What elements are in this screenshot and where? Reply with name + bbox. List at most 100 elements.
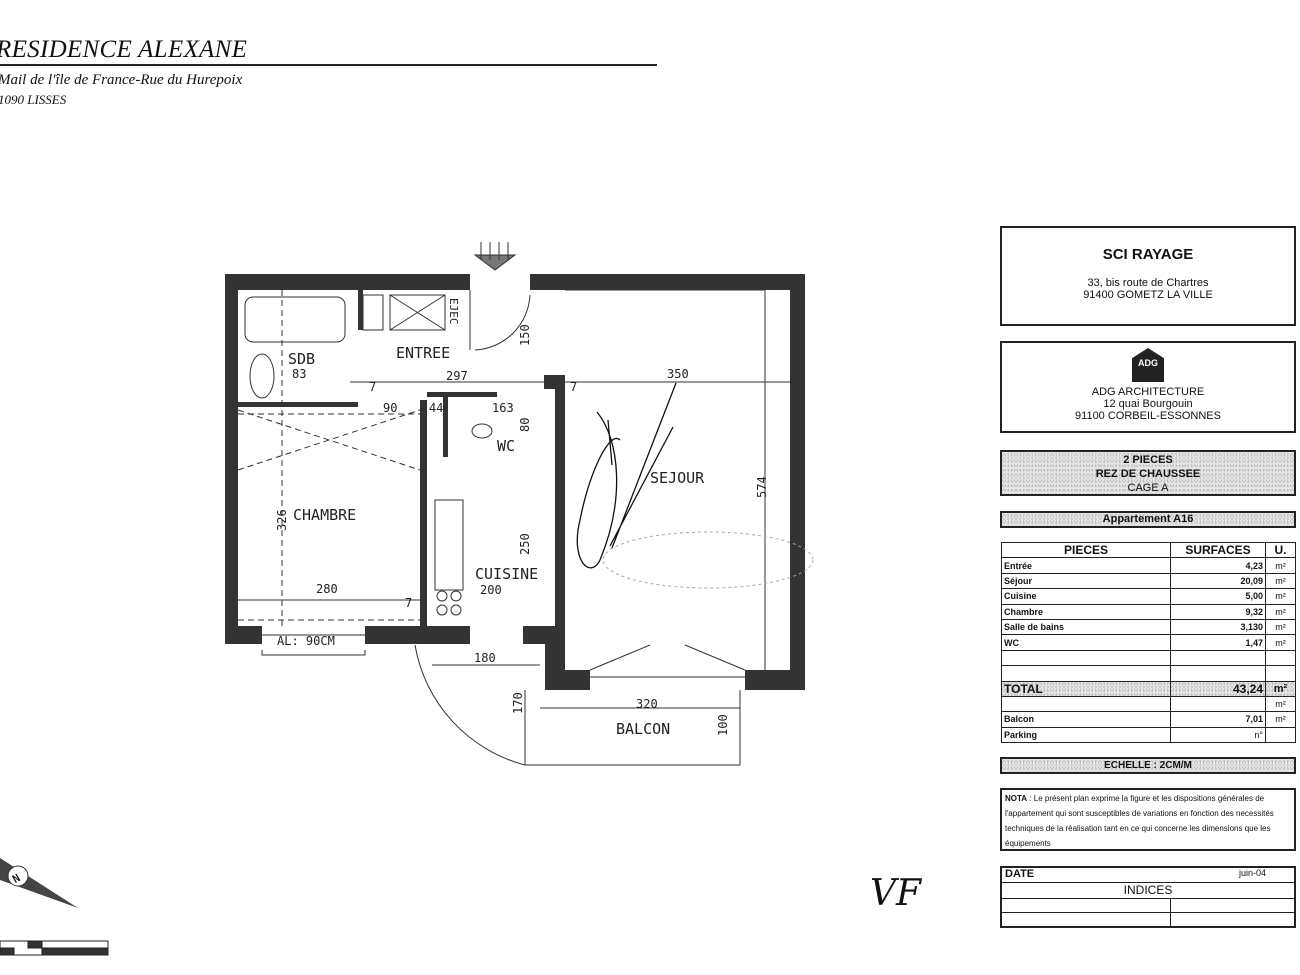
table-header: PIECES SURFACES U. [1001,541,1296,559]
dimension: 180 [474,651,496,665]
room-label-cuisine: CUISINE [475,565,538,583]
dimension: 44 [429,401,443,415]
document-title: RESIDENCE ALEXANE [0,36,248,63]
piece-name: Cuisine [1001,588,1171,605]
balcon-row: Balcon 7,01 m² [1001,711,1296,728]
header-pieces: PIECES [1001,541,1171,559]
faint-scribble [602,531,814,589]
piece-name: Séjour [1001,572,1171,590]
owner-address-2: 91400 GOMETZ LA VILLE [1083,289,1213,301]
piece-surface: 20,09 [1170,572,1266,590]
dimension: 7 [570,380,577,394]
piece-unit: m² [1265,572,1296,590]
adg-logo: ADG [1132,348,1164,382]
dimension: 100 [716,714,730,736]
scale-block: ECHELLE : 2CM/M [1000,757,1296,774]
table-row: m² [1001,695,1296,713]
table-row [1001,665,1296,682]
nota-block: NOTA : Le présent plan exprime la figure… [1000,788,1296,851]
address-line-1: Mail de l'île de France-Rue du Hurepoix [0,72,243,88]
owner-address-1: 33, bis route de Chartres [1087,277,1209,289]
total-unit: m² [1265,680,1296,697]
title-underline [0,64,657,66]
dimension: 170 [511,692,525,714]
unit-stair: CAGE A [1127,482,1169,494]
owner-block: SCI RAYAGE 33, bis route de Chartres 914… [1000,226,1296,326]
piece-name: Chambre [1001,603,1171,620]
architect-address-2: 91100 CORBEIL-ESSONNES [1075,410,1221,422]
unit-type: 2 PIECES [1123,454,1173,466]
dimension: 320 [636,697,658,711]
scale-bar [0,940,109,956]
piece-surface: 9,32 [1170,603,1266,620]
dimension: 200 [480,583,502,597]
date-label: DATE [1005,868,1035,880]
total-row: TOTAL 43,24 m² [1001,680,1296,697]
room-label-balcon: BALCON [616,720,670,738]
apartment-number: Appartement A16 [1102,513,1194,525]
dimension: 326 [275,509,289,531]
dimension: 7 [405,596,412,610]
owner-name: SCI RAYAGE [1102,246,1194,263]
piece-name: Salle de bains [1001,618,1171,636]
piece-surface: 5,00 [1170,588,1266,605]
piece-name: Entrée [1001,557,1171,574]
piece-unit: m² [1265,588,1296,605]
header-surfaces: SURFACES [1170,541,1266,559]
room-label-ejec: EJEC [447,298,460,325]
room-label-sdb: SDB [288,350,315,368]
dimension: 83 [292,367,306,381]
unit-block: 2 PIECES REZ DE CHAUSSEE CAGE A [1000,450,1296,496]
piece-surface: 1,47 [1170,634,1266,651]
room-label-chambre: CHAMBRE [293,506,356,524]
table-row [1001,649,1296,667]
handwritten-initials: VF [870,873,923,914]
window-label: AL: 90CM [277,634,335,648]
nota-text: : Le présent plan exprime la figure et l… [1005,794,1274,848]
dimension: 280 [316,582,338,596]
architect-name: ADG ARCHITECTURE [1091,386,1205,398]
piece-unit: m² [1265,603,1296,620]
dimension: 7 [369,380,376,394]
indices-label: INDICES [1002,883,1294,899]
date-block: DATE juin-04 INDICES [1000,866,1296,928]
floor-plan: SDB ENTREE CHAMBRE CUISINE SEJOUR BALCON… [0,242,923,956]
architect-block: ADG ADG ARCHITECTURE 12 quai Bourgouin 9… [1000,341,1296,433]
piece-name: WC [1001,634,1171,651]
piece-unit: m² [1265,557,1296,574]
nota-label: NOTA [1005,794,1028,803]
signature-scribble [576,382,677,569]
dimension: 90 [383,401,397,415]
unit-floor: REZ DE CHAUSSEE [1095,468,1201,480]
dimension: 80 [518,418,532,432]
dimension: 350 [667,367,689,381]
dimension: 250 [518,533,532,555]
apartment-block: Appartement A16 [1000,511,1296,528]
architect-address-1: 12 quai Bourgouin [1103,398,1193,410]
date-value: juin-04 [1238,868,1266,878]
piece-surface: 4,23 [1170,557,1266,574]
dimension: 163 [492,401,514,415]
total-label: TOTAL [1001,680,1171,697]
piece-surface: 3,130 [1170,618,1266,636]
dimension: 574 [755,476,769,498]
dimension: 297 [446,369,468,383]
room-label-sejour: SEJOUR [650,469,705,487]
dimension: 150 [518,324,532,346]
parking-row: Parking n° [1001,726,1296,744]
piece-unit: m² [1265,618,1296,636]
north-arrow-icon: N [0,858,78,908]
piece-unit: m² [1265,634,1296,651]
header-unit: U. [1265,541,1296,559]
room-label-wc: WC [497,437,515,455]
total-surface: 43,24 [1170,680,1266,697]
address-line-2: 1090 LISSES [0,92,67,107]
walls [225,274,805,690]
